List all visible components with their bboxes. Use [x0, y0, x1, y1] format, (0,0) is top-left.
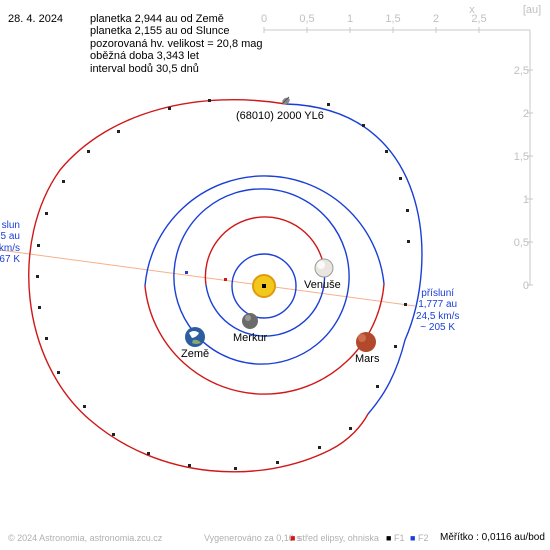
earth-orbit-north [173, 188, 346, 304]
venus-orbit-north [204, 216, 325, 286]
venus-label: Venuše [304, 279, 341, 291]
info-interval: interval bodů 30,5 dnů [90, 62, 199, 75]
y-tick: 0,5 [514, 237, 529, 249]
perihelion-info: přísluní 1,777 au 24,5 km/s ~ 205 K [416, 288, 459, 334]
perihelion-speed: 24,5 km/s [415, 310, 460, 322]
scale-label: Měřítko : 0,0116 au/bod [440, 532, 545, 543]
legend-f2: ■ F2 [410, 533, 428, 543]
legend-f2-square-icon: ■ [410, 533, 416, 543]
aphelion-info: slun 5 au km/s 67 K [0, 220, 20, 266]
asteroid-orbit-south [285, 103, 423, 415]
info-distance-earth: planetka 2,944 au od Země [90, 13, 224, 25]
x-tick: 1 [347, 13, 353, 25]
aphelion-distance: 5 au [0, 231, 20, 243]
perihelion-temperature: ~ 205 K [420, 322, 456, 334]
mercury-orbit [231, 253, 297, 319]
asteroid-orbit-north [28, 99, 369, 473]
mars-label: Mars [355, 353, 380, 365]
venus-icon [314, 258, 334, 278]
focus-2-marker [185, 271, 188, 274]
mercury-icon [242, 313, 258, 329]
earth-icon [185, 327, 205, 347]
unit-label: [au] [523, 4, 541, 16]
aphelion-title: slun [1, 220, 20, 231]
earth-label: Země [181, 348, 210, 360]
date-label: 28. 4. 2024 [8, 13, 64, 25]
aphelion-temperature: 67 K [0, 254, 20, 266]
copyright: © 2024 Astronomia, astronomia.zcu.cz [8, 533, 163, 543]
sun-icon [252, 274, 276, 298]
x-tick: 0 [261, 13, 267, 25]
x-tick: 2,5 [471, 13, 486, 25]
legend-center-text: střed elipsy, ohniska [297, 533, 379, 543]
y-tick: 1 [523, 194, 529, 206]
legend-center-square-icon: ■ [290, 533, 296, 543]
top-axis: 0 0,5 1 1,5 2 2,5 x [au] [261, 4, 541, 33]
generation-time: Vygenerováno za 0,10 s [204, 533, 301, 543]
x-tick: 0,5 [299, 13, 314, 25]
perihelion-distance: 1,777 au [418, 299, 458, 311]
orbit-point-marks [36, 99, 410, 470]
legend-f1: ■ F1 [386, 533, 404, 543]
venus-orbit-south [205, 267, 326, 337]
mercury-label: Merkur [233, 332, 268, 344]
y-tick: 2 [523, 108, 529, 120]
right-axis: 2,5 2 1,5 1 0,5 0 [514, 30, 533, 292]
x-tick: 1,5 [385, 13, 400, 25]
legend-f1-square-icon: ■ [386, 533, 392, 543]
aphelion-speed: km/s [0, 242, 20, 254]
y-tick: 1,5 [514, 151, 529, 163]
legend-f1-text: F1 [393, 533, 405, 543]
apsis-line [0, 249, 416, 307]
mars-orbit-north [144, 175, 385, 287]
perihelion-title: přísluní [421, 288, 455, 299]
info-distance-sun: planetka 2,155 au od Slunce [90, 25, 230, 38]
x-axis-label: x [469, 4, 475, 16]
info-magnitude: pozorovaná hv. velikost = 20,8 mag [90, 37, 263, 50]
y-tick: 0 [523, 280, 529, 292]
ellipse-center-marker [224, 278, 227, 281]
info-period: oběžná doba 3,343 let [90, 50, 199, 63]
legend-center: ■ střed elipsy, ohniska [290, 533, 379, 543]
mars-icon [356, 332, 376, 352]
legend-f2-text: F2 [417, 533, 429, 543]
x-tick: 2 [433, 13, 439, 25]
asteroid-label: (68010) 2000 YL6 [236, 110, 324, 122]
info-block: planetka 2,944 au od Země planetka 2,155… [90, 13, 263, 75]
y-tick: 2,5 [514, 65, 529, 77]
asteroid-icon [281, 96, 290, 105]
